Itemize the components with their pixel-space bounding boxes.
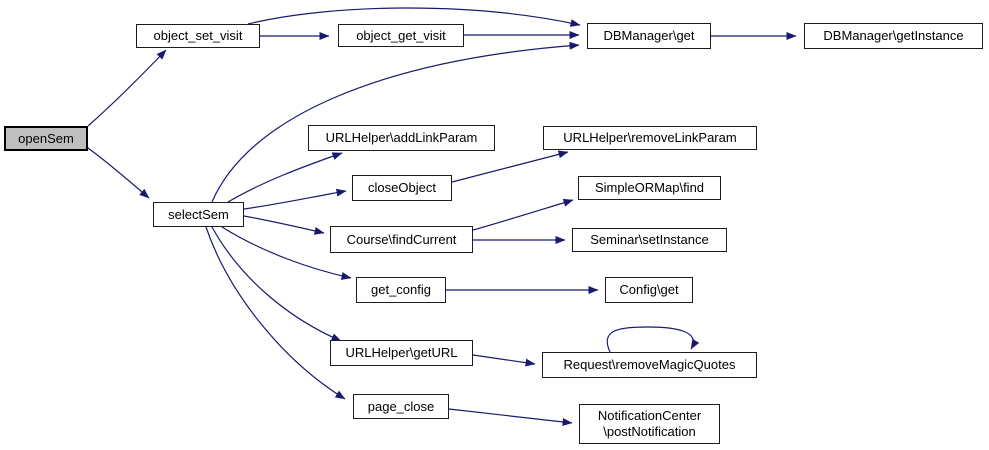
node-urlhelper-addlinkparam[interactable]: URLHelper\addLinkParam <box>308 125 495 151</box>
node-notificationcenter-postnotification[interactable]: NotificationCenter \postNotification <box>579 404 720 444</box>
node-urlhelper-geturl[interactable]: URLHelper\getURL <box>330 340 473 366</box>
edge-selectSem-urlhelper_geturl <box>211 226 342 342</box>
edge-openSem-object_set_visit <box>87 49 167 127</box>
node-course-findcurrent[interactable]: Course\findCurrent <box>330 226 473 253</box>
node-seminar-setinstance[interactable]: Seminar\setInstance <box>572 228 727 252</box>
node-urlhelper-removelinkparam[interactable]: URLHelper\removeLinkParam <box>543 126 757 150</box>
node-dbmanager-getinstance[interactable]: DBManager\getInstance <box>804 23 983 49</box>
edge-selectSem-page_close <box>205 226 346 400</box>
node-object-get-visit[interactable]: object_get_visit <box>338 24 464 47</box>
node-get-config[interactable]: get_config <box>356 277 446 303</box>
node-page-close[interactable]: page_close <box>353 394 449 419</box>
edge-selectSem-urlhelper_addlinkparam <box>227 152 343 203</box>
edge-selectSem-closeObject <box>243 188 347 210</box>
edge-urlhelper_geturl-request_removemagicquotes <box>472 354 536 367</box>
node-request-removemagicquotes[interactable]: Request\removeMagicQuotes <box>542 352 757 378</box>
node-object-set-visit[interactable]: object_set_visit <box>136 24 260 48</box>
node-config-get[interactable]: Config\get <box>605 277 693 303</box>
edge-page_close-notificationcenter <box>448 408 573 426</box>
edge-request-self-loop <box>606 326 700 353</box>
edge-selectSem-course_findcurrent <box>243 215 325 235</box>
edge-closeObject-urlhelper_removelinkparam <box>451 150 569 183</box>
node-closeObject[interactable]: closeObject <box>352 175 452 201</box>
node-openSem[interactable]: openSem <box>4 126 88 151</box>
node-selectSem[interactable]: selectSem <box>153 202 244 227</box>
node-dbmanager-get[interactable]: DBManager\get <box>587 23 711 49</box>
node-simpleormap-find[interactable]: SimpleORMap\find <box>578 176 721 200</box>
edge-object_set_visit-dbmanager_get <box>247 7 581 27</box>
edge-course_findcurrent-simpleormap_find <box>472 198 574 231</box>
edge-openSem-selectSem <box>87 147 150 199</box>
